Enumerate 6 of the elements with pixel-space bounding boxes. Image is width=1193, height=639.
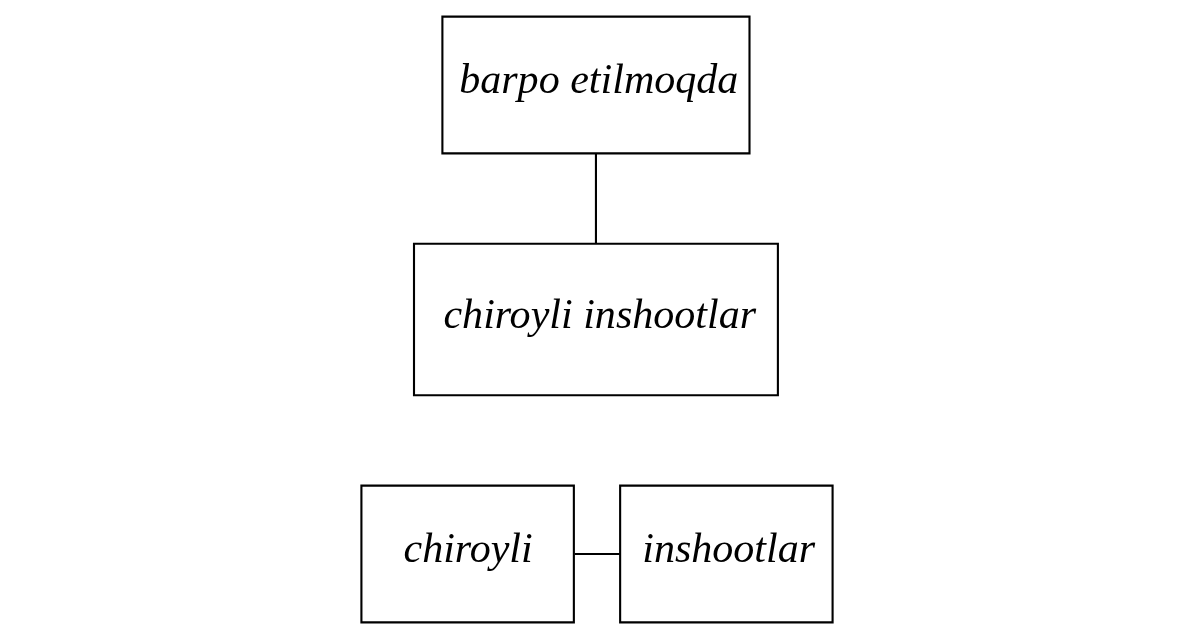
node-box: chiroyli [359, 484, 575, 624]
connector [574, 553, 620, 556]
node-box: inshootlar [618, 484, 834, 624]
node-box: barpo etilmoqda [440, 15, 751, 155]
connector [594, 153, 597, 244]
node-box: chiroyli inshootlar [412, 242, 779, 397]
